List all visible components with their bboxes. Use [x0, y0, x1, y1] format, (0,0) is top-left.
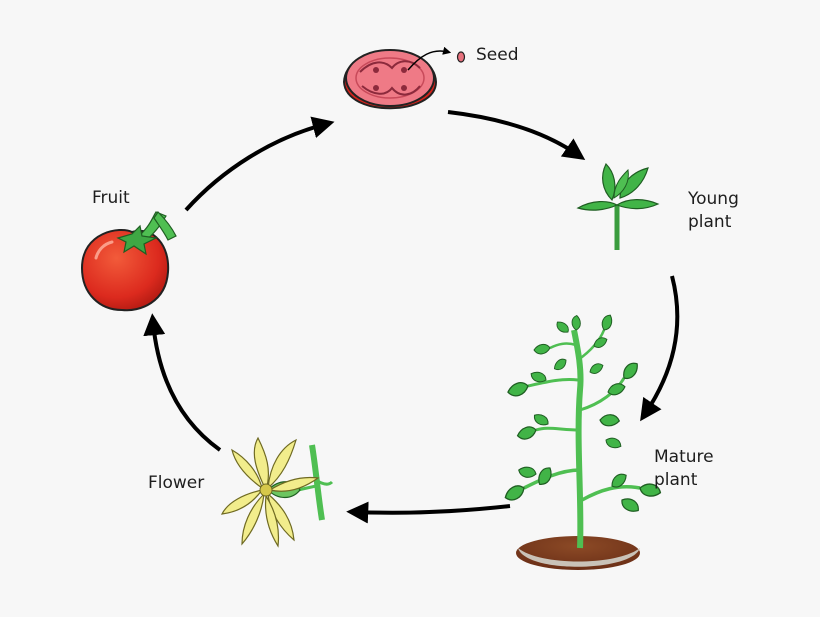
arrow-fruit-to-seed — [184, 116, 335, 212]
tomato-flower-icon — [220, 436, 334, 548]
tomato-plant-icon — [502, 312, 663, 570]
fruit-label: Fruit — [92, 188, 130, 208]
seedling-icon — [576, 162, 660, 250]
halved-tomato-icon — [342, 46, 452, 110]
seed-icon — [456, 51, 466, 63]
mature-plant-label: Mature plant — [654, 447, 714, 490]
seed-label: Seed — [476, 45, 519, 65]
whole-tomato-icon — [80, 211, 177, 312]
arrow-flower-to-fruit — [143, 313, 222, 452]
arrow-mature-plant-to-flower — [346, 501, 511, 524]
arrow-seed-to-young-plant — [447, 110, 586, 161]
arrow-young-plant-to-mature-plant — [640, 275, 680, 422]
cycle-arrows — [143, 110, 680, 524]
flower-label: Flower — [148, 473, 205, 493]
young-plant-label: Young plant — [688, 189, 739, 232]
